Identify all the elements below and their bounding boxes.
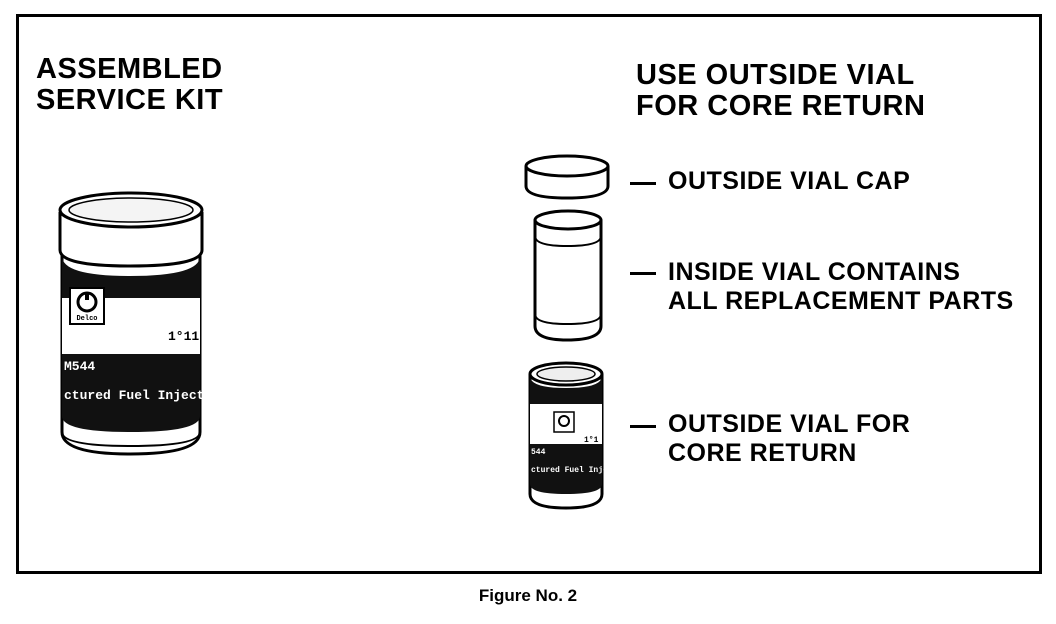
kit-code-text: 1°11 — [168, 329, 199, 344]
outside-vial-callout: OUTSIDE VIAL FOR CORE RETURN — [668, 410, 910, 468]
cap-leader-line — [630, 182, 656, 185]
outside-vial-callout-line-1: OUTSIDE VIAL FOR — [668, 410, 911, 438]
inside-vial-illustration — [533, 209, 603, 342]
outside-vial-cap-illustration — [524, 154, 610, 200]
right-heading-line-2: FOR CORE RETURN — [636, 90, 926, 122]
inside-vial-callout-line-2: ALL REPLACEMENT PARTS — [668, 287, 1014, 315]
left-heading: ASSEMBLED SERVICE KIT — [36, 54, 223, 116]
small-vial-code-text: 1°1 — [584, 436, 599, 445]
left-heading-line-2: SERVICE KIT — [36, 84, 224, 116]
inside-vial-callout-line-1: INSIDE VIAL CONTAINS — [668, 258, 961, 286]
figure-frame — [16, 14, 1042, 574]
right-heading-line-1: USE OUTSIDE VIAL — [636, 59, 915, 91]
small-vial-part-text: 544 — [531, 448, 546, 457]
kit-part-text: M544 — [64, 359, 95, 374]
inside-vial-callout: INSIDE VIAL CONTAINS ALL REPLACEMENT PAR… — [668, 258, 1014, 316]
outside-vial-illustration: 1°1 544 ctured Fuel Inject — [528, 361, 618, 510]
cap-callout-line-1: OUTSIDE VIAL CAP — [668, 167, 911, 195]
right-heading: USE OUTSIDE VIAL FOR CORE RETURN — [636, 60, 925, 122]
cap-callout: OUTSIDE VIAL CAP — [668, 167, 910, 196]
kit-brand-text: Delco — [76, 315, 97, 323]
outside-vial-leader-line — [630, 425, 656, 428]
kit-desc-text: ctured Fuel Injecto — [64, 388, 212, 403]
small-vial-desc-text: ctured Fuel Inject — [531, 466, 618, 475]
inside-vial-leader-line — [630, 272, 656, 275]
assembled-kit-illustration: Delco 1°11 M544 ctured Fuel Injecto — [58, 191, 212, 456]
outside-vial-callout-line-2: CORE RETURN — [668, 439, 857, 467]
figure-caption: Figure No. 2 — [478, 586, 578, 605]
left-heading-line-1: ASSEMBLED — [36, 53, 223, 85]
